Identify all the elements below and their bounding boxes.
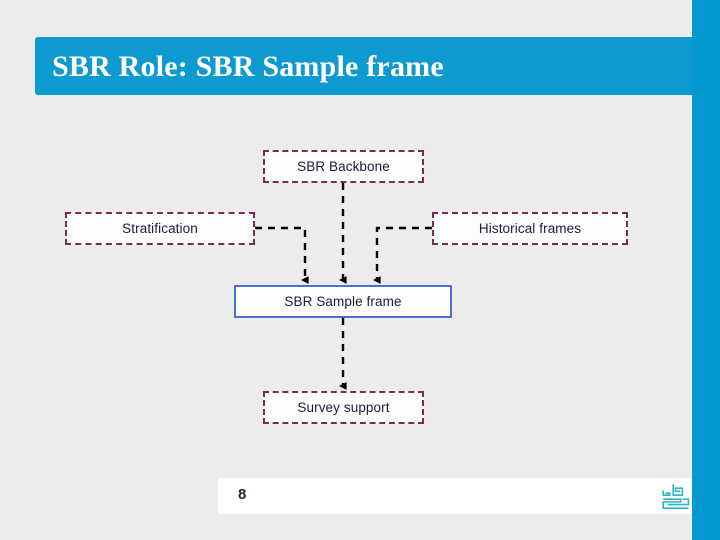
- header-band: [35, 37, 692, 95]
- cbs-logo: [662, 484, 690, 509]
- page-title: SBR Role: SBR Sample frame: [52, 50, 444, 83]
- diagram-node-survey-support[interactable]: Survey support: [263, 391, 424, 424]
- edge-stratification-to-sampleframe: [255, 226, 309, 284]
- diagram-node-sbr-backbone[interactable]: SBR Backbone: [263, 150, 424, 183]
- header-accent-notch: [692, 37, 720, 95]
- diagram-node-stratification[interactable]: Stratification: [65, 212, 255, 245]
- footer-strip: [218, 478, 692, 514]
- diagram-connectors: [255, 183, 432, 390]
- flow-diagram: SBR Backbone Stratification Historical f…: [0, 100, 692, 470]
- diagram-node-historical-frames[interactable]: Historical frames: [432, 212, 628, 245]
- page-number: 8: [238, 486, 247, 503]
- diagram-node-sbr-sample-frame[interactable]: SBR Sample frame: [234, 285, 452, 318]
- edge-historical-to-sampleframe: [372, 226, 432, 284]
